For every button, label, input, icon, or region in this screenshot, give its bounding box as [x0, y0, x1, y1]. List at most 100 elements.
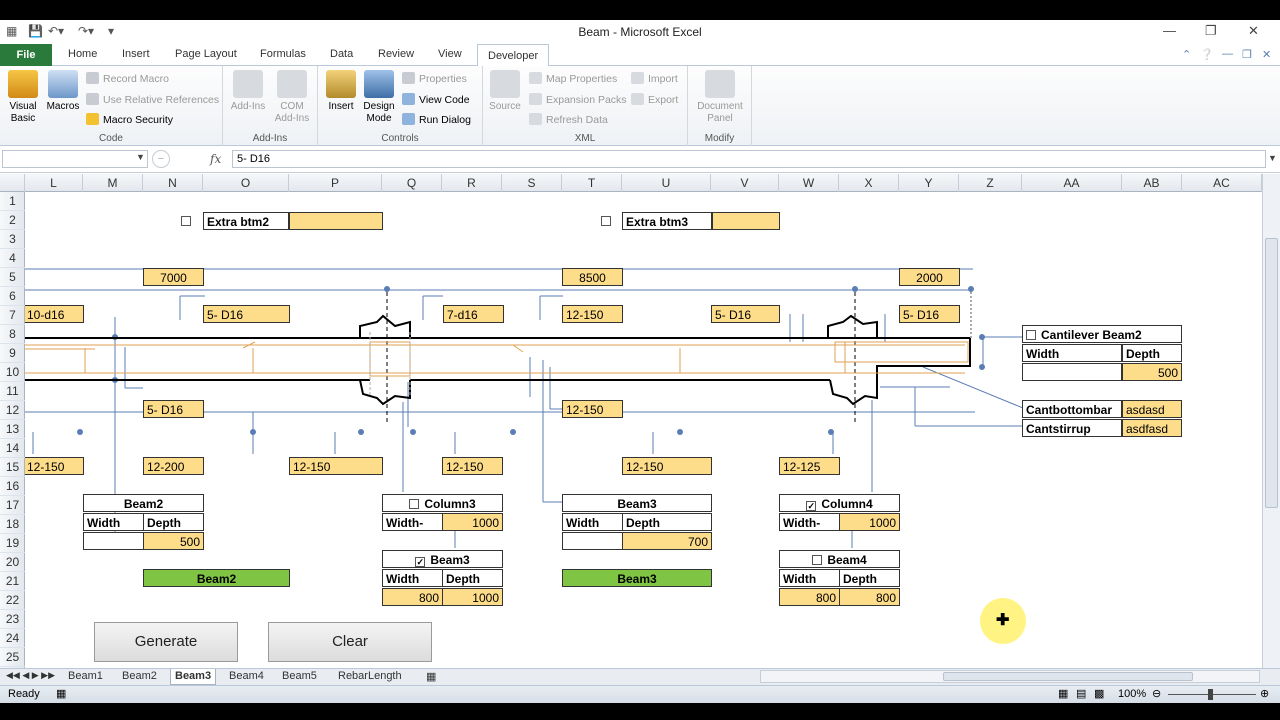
- tab-page-layout[interactable]: Page Layout: [175, 48, 237, 60]
- beam3-col-depth-input[interactable]: 1000: [442, 588, 503, 606]
- row-header[interactable]: 20: [0, 553, 25, 572]
- cantilever-depth-input[interactable]: 500: [1122, 363, 1182, 381]
- relative-references-button[interactable]: Use Relative References: [86, 93, 219, 106]
- help-icon[interactable]: ❔: [1200, 49, 1214, 61]
- insert-sheet-icon[interactable]: ▦: [426, 671, 437, 683]
- column4-checkbox[interactable]: ✓: [806, 501, 817, 511]
- bottom-bar2-input[interactable]: 12-150: [562, 400, 623, 418]
- column-header[interactable]: M: [83, 174, 143, 192]
- sheet-tab-beam5[interactable]: Beam5: [282, 670, 317, 682]
- column-header[interactable]: AA: [1022, 174, 1122, 192]
- record-macro-button[interactable]: Record Macro: [86, 72, 169, 85]
- top-bar2-input[interactable]: 7-d16: [443, 305, 504, 323]
- column-header[interactable]: R: [442, 174, 502, 192]
- minimize-icon[interactable]: —: [1163, 23, 1176, 38]
- zoom-level[interactable]: 100%: [1118, 688, 1147, 700]
- column-header[interactable]: Z: [959, 174, 1022, 192]
- beam4-width-input[interactable]: 800: [779, 588, 840, 606]
- bottom-bar1-input[interactable]: 5- D16: [143, 400, 204, 418]
- sheet-tab-beam2[interactable]: Beam2: [122, 670, 157, 682]
- row-header[interactable]: 25: [0, 648, 25, 667]
- row-header[interactable]: 19: [0, 534, 25, 553]
- ribbon-minimize-icon[interactable]: ⌃: [1182, 49, 1192, 61]
- beam3-green-bar[interactable]: Beam3: [562, 569, 712, 587]
- tab-insert[interactable]: Insert: [122, 48, 150, 60]
- top-bar3-input[interactable]: 12-150: [562, 305, 623, 323]
- row-header[interactable]: 10: [0, 363, 25, 382]
- cantbottombar-input[interactable]: asdasd: [1122, 400, 1182, 418]
- row-header[interactable]: 18: [0, 515, 25, 534]
- properties-button[interactable]: Properties: [402, 72, 467, 85]
- zoom-in-icon[interactable]: ⊕: [1260, 688, 1270, 700]
- tab-home[interactable]: Home: [68, 48, 98, 60]
- horizontal-scroll-thumb[interactable]: [943, 672, 1193, 681]
- normal-view-icon[interactable]: ▦: [1058, 688, 1069, 700]
- undo-icon[interactable]: ↶▾: [48, 24, 65, 38]
- column-header[interactable]: N: [143, 174, 203, 192]
- span3-input[interactable]: 2000: [899, 268, 960, 286]
- column-header[interactable]: S: [502, 174, 562, 192]
- row-header[interactable]: 8: [0, 325, 25, 344]
- stirrup5-input[interactable]: 12-150: [622, 457, 712, 475]
- row-header[interactable]: 14: [0, 439, 25, 458]
- column-header[interactable]: O: [203, 174, 289, 192]
- row-header[interactable]: 12: [0, 401, 25, 420]
- clear-button[interactable]: Clear: [268, 622, 432, 662]
- tab-file[interactable]: File: [0, 44, 52, 66]
- row-header[interactable]: 2: [0, 211, 25, 230]
- vertical-scrollbar[interactable]: [1262, 174, 1280, 668]
- row-header[interactable]: 3: [0, 230, 25, 249]
- row-header[interactable]: 13: [0, 420, 25, 439]
- stirrup1-input[interactable]: 12-150: [25, 457, 84, 475]
- row-header[interactable]: 21: [0, 572, 25, 591]
- excel-app-icon[interactable]: ▦: [6, 24, 18, 38]
- span1-input[interactable]: 7000: [143, 268, 204, 286]
- macro-security-button[interactable]: Macro Security: [86, 113, 173, 126]
- column-header[interactable]: L: [25, 174, 83, 192]
- customize-quick-access-icon[interactable]: ▾: [108, 24, 115, 38]
- stirrup3-input[interactable]: 12-150: [289, 457, 383, 475]
- export-button[interactable]: Export: [631, 93, 678, 106]
- map-properties-button[interactable]: Map Properties: [529, 72, 617, 85]
- stirrup4-input[interactable]: 12-150: [442, 457, 503, 475]
- span2-input[interactable]: 8500: [562, 268, 623, 286]
- sheet-tab-beam3[interactable]: Beam3: [170, 669, 217, 685]
- run-dialog-button[interactable]: Run Dialog: [402, 113, 471, 126]
- zoom-out-icon[interactable]: ⊖: [1152, 688, 1162, 700]
- tab-data[interactable]: Data: [330, 48, 354, 60]
- beam2-width-input[interactable]: [83, 532, 144, 550]
- insert-function-icon[interactable]: fx: [210, 152, 222, 166]
- design-mode-button[interactable]: Design Mode: [360, 70, 398, 125]
- expansion-packs-button[interactable]: Expansion Packs: [529, 93, 627, 106]
- macros-button[interactable]: Macros: [44, 70, 82, 113]
- column-header[interactable]: Q: [382, 174, 442, 192]
- com-addins-button[interactable]: COM Add-Ins: [271, 70, 313, 125]
- row-header[interactable]: 11: [0, 382, 25, 401]
- stirrup2-input[interactable]: 12-200: [143, 457, 204, 475]
- extra-btm3-checkbox[interactable]: [601, 214, 616, 228]
- redo-icon[interactable]: ↷▾: [78, 24, 95, 38]
- sheet-tab-beam4[interactable]: Beam4: [229, 670, 264, 682]
- view-code-button[interactable]: View Code: [402, 93, 470, 106]
- beam3-col-width-input[interactable]: 800: [382, 588, 443, 606]
- column-header[interactable]: U: [622, 174, 711, 192]
- formula-bar-expand-icon[interactable]: ▼: [1268, 153, 1277, 163]
- stirrup6-input[interactable]: 12-125: [779, 457, 840, 475]
- beam3-checkbox[interactable]: ✓: [415, 557, 426, 567]
- cantilever-width-input[interactable]: [1022, 363, 1122, 381]
- column4-width-input[interactable]: 1000: [839, 513, 900, 531]
- beam3-width-input[interactable]: [562, 532, 623, 550]
- tab-review[interactable]: Review: [378, 48, 415, 60]
- source-button[interactable]: Source: [486, 70, 524, 113]
- row-header[interactable]: 7: [0, 306, 25, 325]
- tab-developer[interactable]: Developer: [477, 44, 550, 67]
- doc-restore-icon[interactable]: ❐: [1242, 49, 1252, 61]
- zoom-slider-thumb[interactable]: [1208, 689, 1213, 700]
- row-header[interactable]: 23: [0, 610, 25, 629]
- first-sheet-icon[interactable]: ◀◀ ◀ ▶ ▶▶: [6, 670, 56, 680]
- vertical-scroll-thumb[interactable]: [1265, 238, 1278, 508]
- save-icon[interactable]: 💾: [28, 24, 43, 38]
- restore-icon[interactable]: ❐: [1205, 23, 1217, 38]
- doc-minimize-icon[interactable]: —: [1222, 48, 1233, 60]
- row-header[interactable]: 9: [0, 344, 25, 363]
